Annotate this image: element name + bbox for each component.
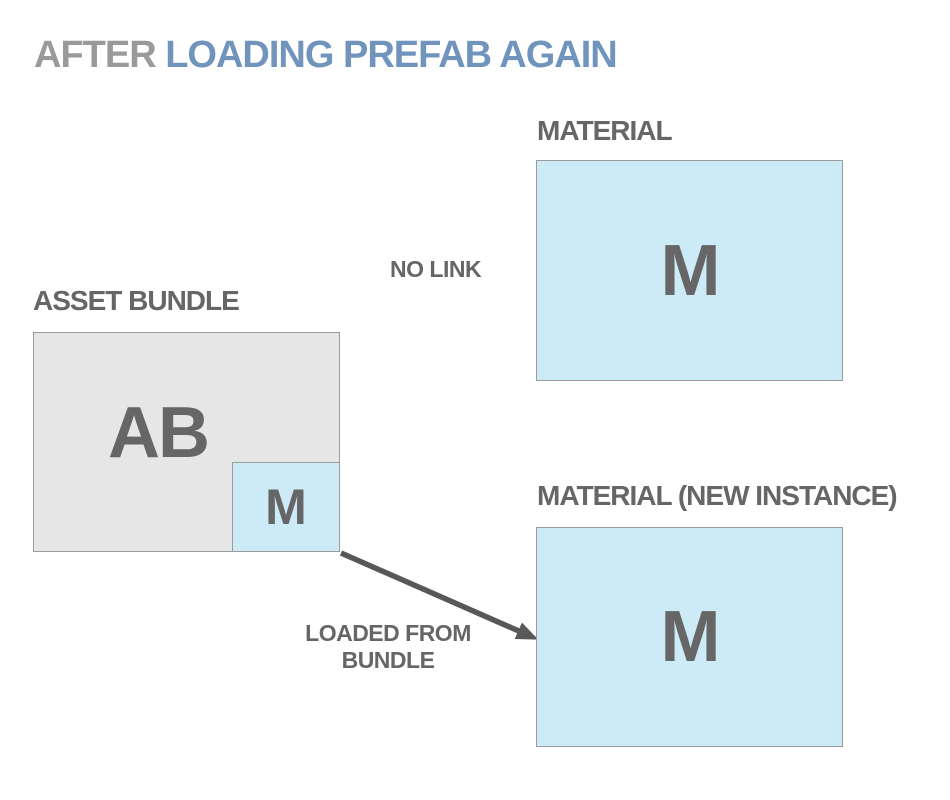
material-letter: M bbox=[660, 230, 721, 311]
asset-bundle-letter: AB bbox=[108, 393, 210, 473]
material-new-instance-letter: M bbox=[660, 597, 721, 677]
material-new-instance-label: MATERIAL (NEW INSTANCE) bbox=[537, 480, 898, 511]
asset-bundle-label: ASSET BUNDLE bbox=[33, 285, 240, 316]
asset-bundle-box: AB M bbox=[33, 332, 340, 552]
material-box: M bbox=[536, 160, 843, 381]
page-title-prefix: AFTER bbox=[34, 34, 166, 76]
material-new-instance-box: M bbox=[536, 527, 843, 747]
asset-bundle-letter-wrap: AB bbox=[34, 333, 282, 533]
material-label: MATERIAL bbox=[537, 115, 673, 146]
page-title-highlight: LOADING PREFAB AGAIN bbox=[165, 34, 617, 76]
loaded-from-bundle-label: LOADED FROM BUNDLE bbox=[305, 620, 471, 673]
page-title: AFTER LOADING PREFAB AGAIN bbox=[34, 34, 618, 77]
bundle-material-box: M bbox=[232, 462, 340, 552]
no-link-label: NO LINK bbox=[390, 256, 482, 282]
bundle-material-letter: M bbox=[265, 479, 307, 535]
